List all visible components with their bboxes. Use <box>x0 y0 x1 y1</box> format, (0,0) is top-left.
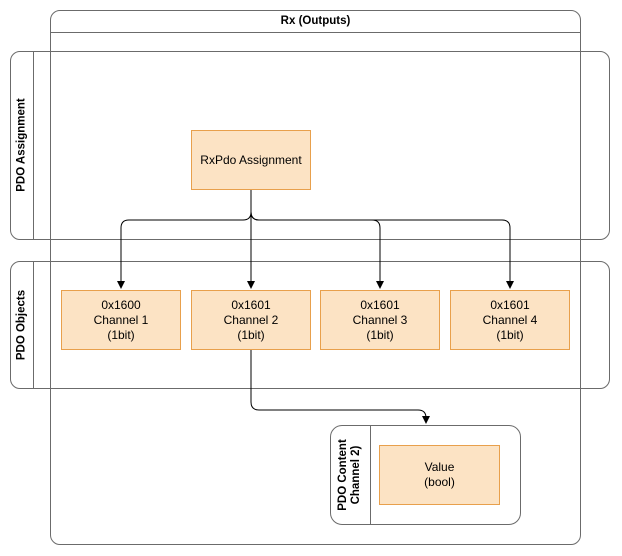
arrow-to-pdo-content <box>250 350 430 424</box>
pdo-assignment-lane <box>10 51 610 240</box>
rxpdo-assignment-label: RxPdo Assignment <box>200 152 302 167</box>
pdo-object-name: Channel 4 <box>482 312 538 327</box>
pdo-assignment-lane-divider <box>33 51 34 240</box>
value-label: Value <box>424 460 455 474</box>
pdo-content-label: PDO Content Channel 2) <box>337 439 363 511</box>
pdo-object-size: (1bit) <box>237 327 265 342</box>
arrow-to-channel-3 <box>250 190 384 289</box>
arrow-to-channel-4 <box>250 190 514 289</box>
pdo-object-channel-3: 0x1601 Channel 3 (1bit) <box>320 290 440 350</box>
pdo-object-size: (1bit) <box>366 327 394 342</box>
pdo-object-channel-4: 0x1601 Channel 4 (1bit) <box>450 290 570 350</box>
container-right-edge-objects <box>580 261 581 389</box>
pdo-object-size: (1bit) <box>107 327 135 342</box>
pdo-object-index: 0x1601 <box>360 297 400 312</box>
rx-outputs-title: Rx (Outputs) <box>280 15 351 27</box>
pdo-objects-lane-divider <box>33 261 34 389</box>
container-left-edge-objects <box>50 261 51 389</box>
pdo-object-index: 0x1600 <box>101 297 141 312</box>
rxpdo-assignment-box: RxPdo Assignment <box>191 130 311 190</box>
pdo-object-channel-2: 0x1601 Channel 2 (1bit) <box>191 290 311 350</box>
pdo-object-name: Channel 2 <box>223 312 279 327</box>
pdo-object-channel-1: 0x1600 Channel 1 (1bit) <box>61 290 181 350</box>
pdo-content-container <box>330 425 521 525</box>
pdo-object-index: 0x1601 <box>231 297 271 312</box>
value-bool-box: Value (bool) <box>379 445 500 505</box>
container-right-edge-assignment <box>580 51 581 240</box>
arrow-to-channel-1 <box>117 190 252 289</box>
pdo-objects-lane <box>10 261 610 389</box>
pdo-object-index: 0x1601 <box>490 297 530 312</box>
value-type: (bool) <box>424 475 455 489</box>
pdo-content-divider <box>370 425 371 525</box>
pdo-object-name: Channel 3 <box>352 312 408 327</box>
pdo-content-label-line2: Channel 2) <box>350 445 362 505</box>
pdo-object-name: Channel 1 <box>93 312 149 327</box>
pdo-object-size: (1bit) <box>496 327 524 342</box>
rx-title-divider <box>50 32 581 33</box>
container-left-edge-assignment <box>50 51 51 240</box>
pdo-content-label-line1: PDO Content <box>337 439 349 511</box>
